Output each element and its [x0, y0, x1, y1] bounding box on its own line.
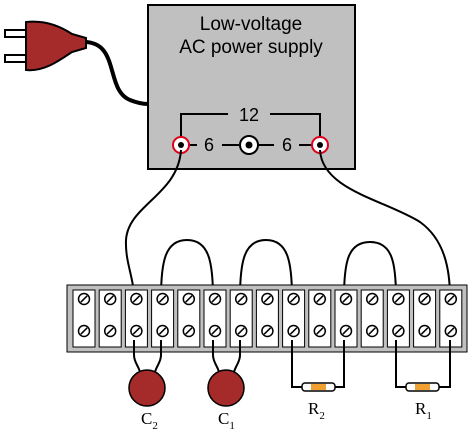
supply-wires [124, 149, 451, 299]
terminal-screw-slot [80, 327, 88, 335]
resistor-r2-leads [291, 340, 345, 388]
terminal-right-post [317, 142, 323, 148]
power-supply: Low-voltage AC power supply 12 6 6 [147, 4, 356, 170]
terminal-left-post [178, 142, 184, 148]
terminal-screw-slot [211, 327, 219, 335]
resistor-r1 [395, 340, 451, 392]
label-c1-sub: 1 [229, 420, 235, 432]
terminal-screw-slot [316, 327, 324, 335]
capacitor-c2 [128, 340, 166, 407]
terminal-screw-slot [447, 327, 455, 335]
terminal-screw-slot [263, 295, 272, 303]
terminal-center-post [245, 141, 253, 149]
label-c2-sub: 2 [152, 420, 158, 432]
wire-supply-right [319, 149, 451, 299]
terminal-screw-slot [263, 327, 272, 335]
resistor-r2 [291, 340, 345, 392]
label-c1: C1 [218, 409, 235, 432]
terminal-screw-slot [368, 327, 376, 335]
component-labels: C2 C1 R2 R1 [141, 399, 432, 432]
terminal-screw-slot [368, 295, 376, 303]
terminal-cells [72, 289, 463, 348]
terminal-screw-slot [132, 295, 141, 303]
label-c1-letter: C [218, 409, 229, 428]
terminal-screw-slot [447, 295, 455, 303]
terminal-screw-slot [237, 327, 245, 335]
terminal-screw-slot [132, 327, 141, 335]
terminal-screw-slot [342, 327, 350, 335]
terminal-screw-slot [394, 327, 403, 335]
terminal-screw-slot [289, 295, 298, 303]
terminal-screw-slot [106, 327, 114, 335]
power-plug [4, 20, 149, 106]
jumper-arc-3 [343, 240, 397, 299]
terminal-screw-slot [185, 295, 193, 303]
capacitor-c2-body [128, 369, 166, 407]
terminal-screw-slot [420, 295, 429, 303]
plug-prong-top [4, 29, 28, 38]
wire-supply-left [124, 149, 182, 299]
capacitor-c1 [207, 340, 245, 407]
label-c2: C2 [141, 409, 158, 432]
power-cord [83, 40, 149, 106]
label-r2: R2 [308, 399, 325, 422]
terminal-screw-slot [158, 327, 167, 335]
resistor-r1-leads [395, 340, 451, 388]
plug-prong-bottom [4, 54, 28, 63]
jumper-arc-2 [239, 238, 293, 299]
label-c2-letter: C [141, 409, 152, 428]
label-r2-sub: 2 [319, 410, 325, 422]
tap-label-right: 6 [282, 135, 292, 155]
plug-body [25, 20, 87, 72]
capacitor-c1-lead-left [212, 340, 220, 373]
capacitor-c2-lead-right [154, 340, 162, 373]
label-r1-letter: R [415, 399, 427, 418]
terminal-screw-slot [106, 295, 114, 303]
power-supply-title-line1: Low-voltage [200, 14, 302, 35]
terminal-screw-slot [316, 295, 324, 303]
tap-label-12: 12 [239, 105, 259, 125]
tap-label-left: 6 [204, 135, 214, 155]
power-supply-title-line2: AC power supply [179, 37, 323, 58]
capacitor-c1-lead-right [233, 340, 241, 373]
label-r1-sub: 1 [426, 410, 432, 422]
capacitor-c1-body [207, 369, 245, 407]
resistor-r1-band [415, 384, 430, 390]
jumper-arc-1 [160, 238, 214, 299]
terminal-screw-slot [289, 327, 298, 335]
tap-bracket-12 [180, 113, 321, 138]
capacitor-c2-lead-left [133, 340, 141, 373]
terminal-strip [66, 284, 468, 353]
jumper-wires [160, 238, 397, 299]
terminal-screw-slot [237, 295, 245, 303]
terminal-screw-slot [158, 295, 167, 303]
terminal-screw-slot [211, 295, 219, 303]
label-r1: R1 [415, 399, 432, 422]
label-r2-letter: R [308, 399, 320, 418]
terminal-screw-slot [342, 295, 350, 303]
terminal-screw-slot [185, 327, 193, 335]
terminal-screw-slot [394, 295, 403, 303]
terminal-screw-slot [80, 295, 88, 303]
resistor-r2-band [311, 384, 326, 390]
terminal-screw-slot [420, 327, 429, 335]
